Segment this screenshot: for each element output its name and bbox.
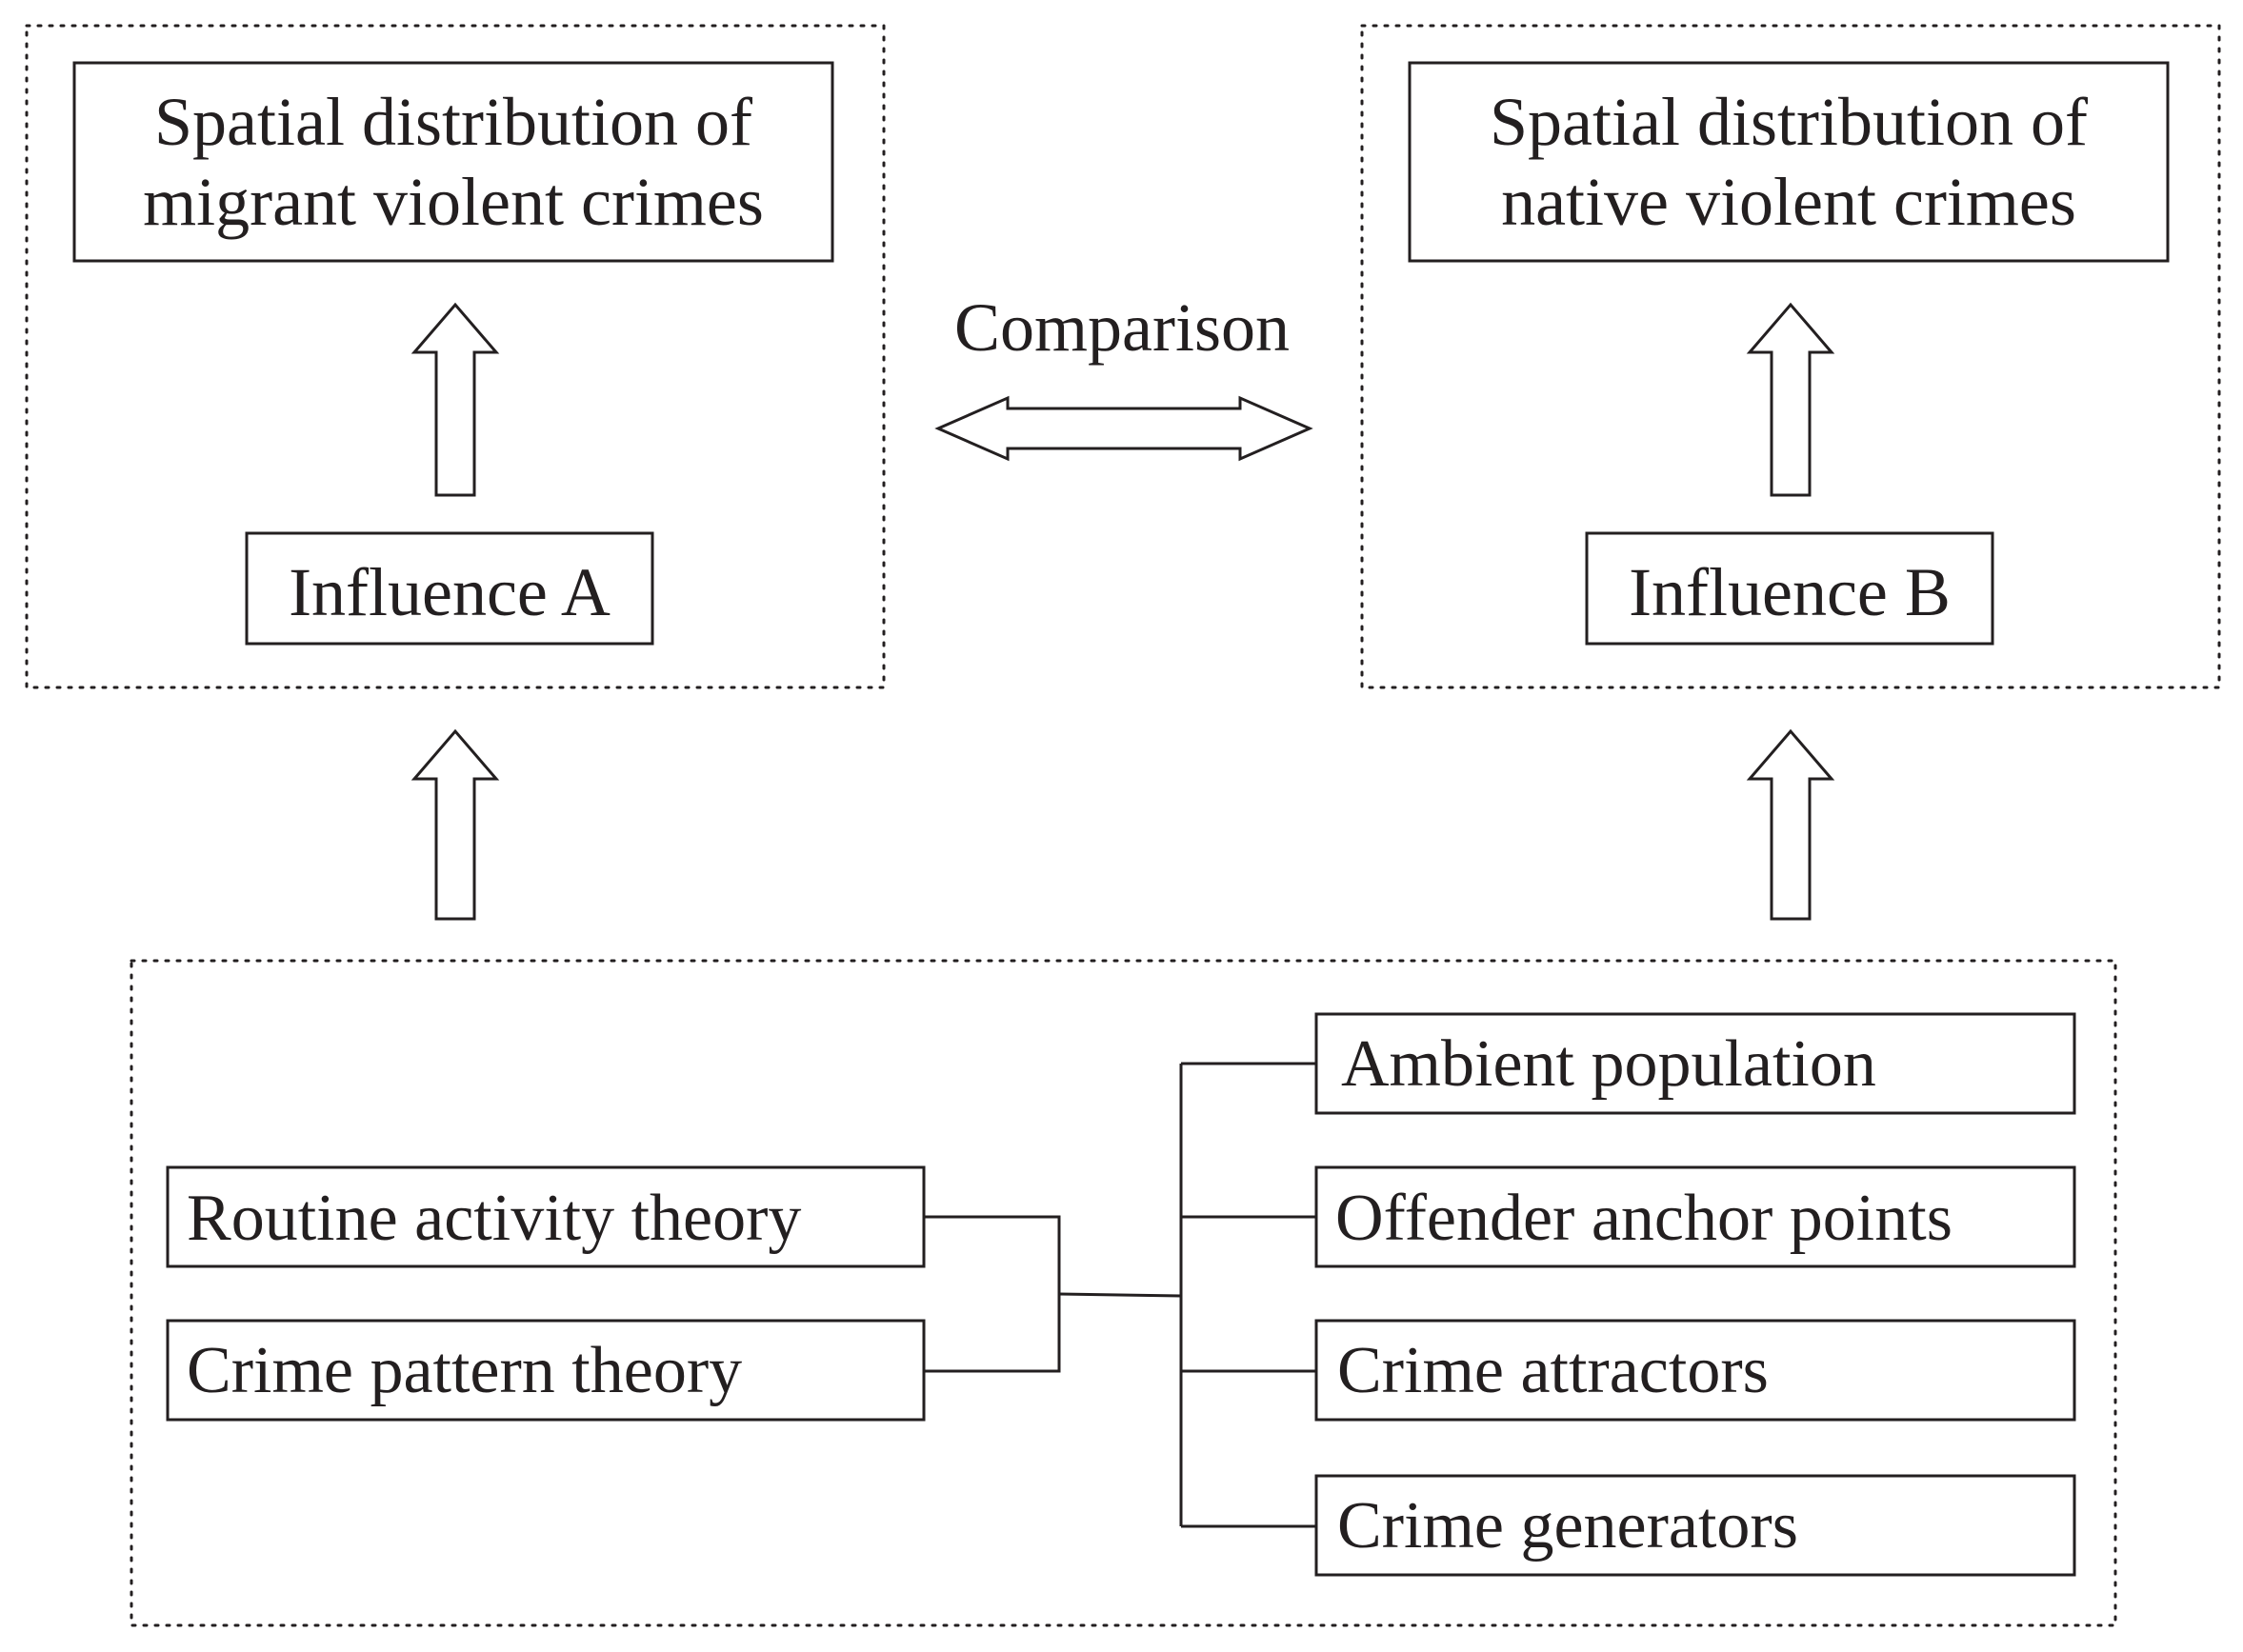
- crime-generators-box: [1314, 1474, 2076, 1577]
- crime-attractors-box: [1314, 1319, 2076, 1422]
- theory-to-migrant-arrow-icon: [411, 728, 500, 921]
- influence-a-label: Influence A: [289, 554, 611, 630]
- ambient-population-label: Ambient population: [1341, 1027, 1876, 1101]
- native-distribution-box: [1408, 61, 2170, 263]
- crime-pattern-theory-box: [166, 1319, 926, 1422]
- influence-b-box: [1585, 531, 1994, 646]
- crime-attractors-label: Crime attractors: [1337, 1334, 1769, 1407]
- migrant-distribution-box: [72, 61, 834, 263]
- influence-b-label: Influence B: [1629, 554, 1951, 630]
- crime-generators-label: Crime generators: [1337, 1489, 1798, 1562]
- offender-anchor-points-label: Offender anchor points: [1335, 1182, 1953, 1255]
- migrant-distribution-line2: migrant violent crimes: [143, 164, 764, 240]
- native-distribution-line2: native violent crimes: [1501, 164, 2076, 240]
- migrant-distribution-line1: Spatial distribution of: [154, 84, 752, 160]
- native-group-frame: [1360, 24, 2221, 689]
- routine-activity-theory-box: [166, 1165, 926, 1268]
- influence-b-up-arrow-icon: [1746, 302, 1835, 497]
- comparison-double-arrow-icon: [934, 395, 1313, 462]
- theory-factor-connectors: [924, 1062, 1316, 1528]
- crime-pattern-theory-label: Crime pattern theory: [187, 1334, 742, 1407]
- ambient-population-box: [1314, 1012, 2076, 1115]
- influence-a-up-arrow-icon: [411, 302, 500, 497]
- native-distribution-line1: Spatial distribution of: [1490, 84, 2088, 160]
- theory-factor-link-line: [1058, 1292, 1182, 1298]
- routine-connector-line: [924, 1215, 1061, 1373]
- comparison-label: Comparison: [954, 289, 1290, 366]
- theory-to-native-arrow-icon: [1746, 728, 1835, 921]
- routine-activity-theory-label: Routine activity theory: [187, 1182, 801, 1255]
- offender-anchor-points-box: [1314, 1165, 2076, 1268]
- migrant-group-frame: [25, 24, 886, 689]
- influence-a-box: [245, 531, 654, 646]
